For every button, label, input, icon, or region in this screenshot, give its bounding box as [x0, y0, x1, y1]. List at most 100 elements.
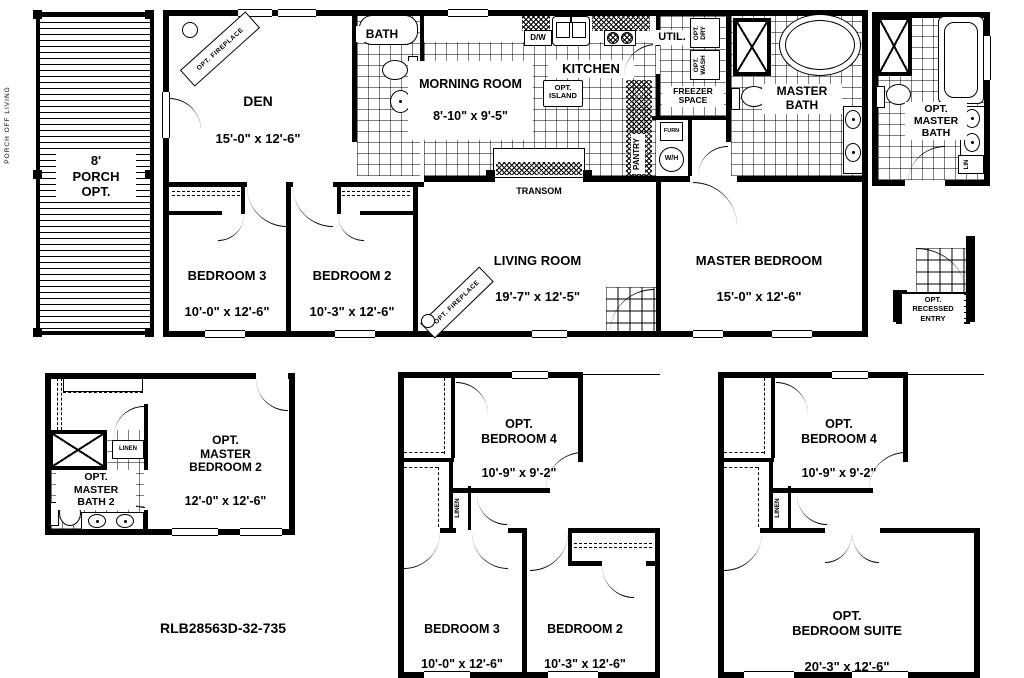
window [744, 671, 794, 678]
wall [903, 372, 908, 462]
linen-label: LIN [964, 159, 970, 170]
closet-line [444, 378, 445, 454]
wall [163, 182, 247, 187]
morning-room-name: MORNING ROOM [419, 77, 522, 91]
wall [449, 460, 453, 530]
living-fireplace-label: OPT. FIREPLACE [432, 279, 482, 326]
wardrobe-line [57, 378, 58, 430]
transom-sill [496, 162, 582, 175]
wall [398, 458, 454, 462]
wall [163, 331, 862, 337]
opt-dryer [690, 18, 720, 48]
linen-cabinet [958, 155, 984, 174]
master-bedroom-label: MASTER BEDROOM 15'-0" x 12'-6" [678, 237, 840, 320]
wardrobe-line [61, 378, 62, 430]
closet-line [764, 378, 765, 454]
window [335, 330, 375, 338]
wall [486, 170, 495, 182]
freezer-label: FREEZER SPACE [662, 86, 724, 107]
linen-label: LINEN [119, 446, 137, 452]
master-bedroom-name: MASTER BEDROOM [695, 252, 823, 268]
wall [578, 372, 583, 462]
wall [966, 236, 975, 322]
den-dims: 15'-0" x 12'-6" [215, 131, 301, 147]
closet-rod [574, 547, 652, 548]
optC-bedroom4-name: OPT. BEDROOM 4 [801, 417, 877, 446]
porch-side-note: PORCH OFF LIVING [4, 86, 11, 164]
vanity-sink [116, 514, 134, 528]
wall [163, 10, 862, 16]
window [832, 371, 868, 379]
porch-post [33, 10, 42, 19]
window [278, 9, 316, 17]
opt-washer [690, 50, 720, 80]
wall [398, 372, 583, 378]
wall [144, 510, 148, 529]
door-arc [698, 146, 728, 176]
wall [241, 182, 245, 214]
garden-tub-inner [785, 20, 855, 70]
wall [286, 182, 291, 337]
closet-line [404, 467, 438, 468]
furnace-label: FURN [663, 128, 680, 134]
bedroom2-name: BEDROOM 2 [312, 267, 392, 283]
wall [583, 170, 592, 182]
wall [468, 486, 471, 530]
porch-post [145, 170, 154, 179]
window [983, 36, 991, 80]
closet-line [404, 452, 444, 453]
water-heater-label: W/H [664, 155, 679, 162]
wall [769, 460, 773, 530]
wall [880, 528, 980, 533]
porch-post [33, 170, 42, 179]
wall [688, 120, 692, 176]
door-arc [530, 533, 568, 571]
bedroom2-dims: 10'-3" x 12'-6" [309, 303, 395, 319]
door-arc [602, 566, 634, 598]
bedroom2-label: BEDROOM 2 10'-3" x 12'-6" [293, 252, 411, 335]
wall [424, 176, 493, 182]
bath-label: BATH [356, 26, 408, 43]
wall [568, 561, 602, 566]
wall [508, 528, 524, 533]
door-arc [724, 533, 762, 571]
opt-bedroom4-label: OPT. BEDROOM 4 10'-9" x 9'-2" [460, 403, 578, 494]
shower [49, 430, 107, 470]
opt-island [543, 80, 583, 107]
shower [733, 18, 771, 76]
counter-hatch [592, 15, 650, 31]
opt-island-label: OPT. ISLAND [549, 83, 577, 101]
door-opening [256, 372, 288, 380]
living-room-label: LIVING ROOM 19'-7" x 12'-5" [475, 237, 600, 320]
wall [45, 373, 295, 379]
door-arc [797, 495, 827, 525]
linen-cabinet [112, 440, 144, 459]
wall [144, 440, 148, 470]
reference-line [583, 374, 660, 375]
opt-bedroom4-name: OPT. BEDROOM 4 [481, 417, 557, 446]
wall [451, 372, 455, 458]
window [772, 330, 812, 338]
closet-line [758, 467, 759, 527]
porch-label: 8' PORCH OPT. [56, 152, 136, 201]
wall [862, 10, 868, 337]
wall [522, 528, 527, 678]
optB-bedroom2-name: BEDROOM 2 [547, 622, 623, 636]
opt-master-bath-label: OPT. MASTER BATH [905, 102, 967, 141]
door-arc [256, 379, 288, 411]
vanity-sink [88, 514, 106, 528]
optC-bedroom4-label: OPT. BEDROOM 4 10'-9" x 9'-2" [780, 403, 898, 494]
wall [974, 528, 980, 678]
door-arc [293, 187, 333, 227]
living-room-dims: 19'-7" x 12'-5" [494, 288, 580, 304]
vanity-sink [964, 109, 980, 128]
window [548, 671, 598, 678]
vanity-sink [964, 133, 980, 152]
window [532, 330, 567, 338]
wall [333, 182, 424, 187]
bedroom3-name: BEDROOM 3 [187, 267, 267, 283]
wall [352, 10, 357, 142]
wall [568, 528, 572, 566]
wall [718, 672, 980, 678]
door-arc [247, 187, 287, 227]
